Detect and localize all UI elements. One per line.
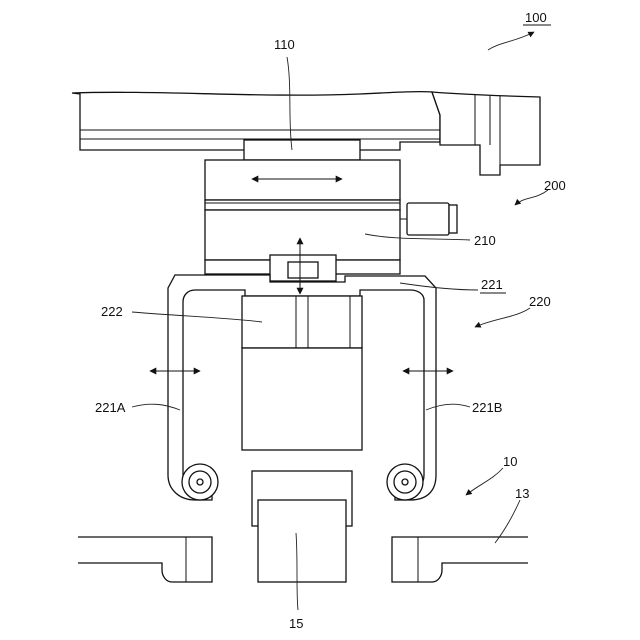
label-10: 10 bbox=[503, 454, 517, 469]
label-221A: 221A bbox=[95, 400, 126, 415]
label-100: 100 bbox=[525, 10, 547, 25]
label-200: 200 bbox=[544, 178, 566, 193]
label-210: 210 bbox=[474, 233, 496, 248]
label-222: 222 bbox=[101, 304, 123, 319]
label-15: 15 bbox=[289, 616, 303, 631]
label-220: 220 bbox=[529, 294, 551, 309]
center-column-222 bbox=[242, 296, 362, 450]
label-221B: 221B bbox=[472, 400, 502, 415]
object-15 bbox=[252, 471, 352, 582]
left-bottom-bracket bbox=[78, 537, 212, 582]
right-bottom-bracket-13 bbox=[392, 537, 528, 582]
left-wheel bbox=[182, 464, 218, 500]
actuator-cylinder bbox=[400, 203, 457, 235]
label-13: 13 bbox=[515, 486, 529, 501]
label-110: 110 bbox=[274, 37, 295, 52]
lift-block-221 bbox=[270, 255, 336, 281]
label-221: 221 bbox=[481, 277, 503, 292]
right-wheel bbox=[387, 464, 423, 500]
slider-block-110 bbox=[244, 140, 360, 160]
